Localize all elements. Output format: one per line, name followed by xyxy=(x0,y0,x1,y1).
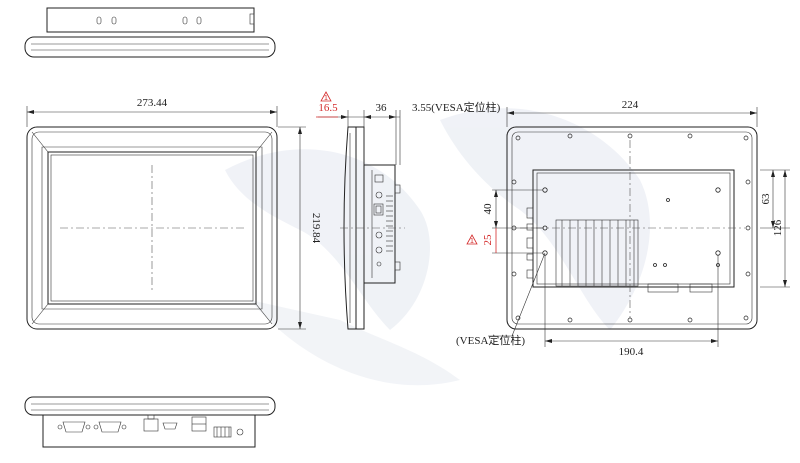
watermark-logo xyxy=(225,108,650,386)
side-view: 1 xyxy=(316,91,405,330)
rear-vesa-spacing-dimension: 190.4 xyxy=(619,346,644,358)
svg-text:1: 1 xyxy=(324,95,328,102)
rear-port-offset-top-dimension: 40 xyxy=(482,203,494,215)
side-vesa-depth-dimension: 3.55(VESA定位柱) xyxy=(412,100,501,114)
rear-vesa-note: (VESA定位柱) xyxy=(456,333,525,347)
side-offset-dimension: 16.5 xyxy=(318,102,338,114)
svg-text:1: 1 xyxy=(470,238,474,245)
rear-outer-height-dimension: 126 xyxy=(772,219,784,236)
rear-inner-height-dimension: 63 xyxy=(760,193,772,205)
front-height-dimension: 219.84 xyxy=(310,213,322,244)
hdmi-port-icon xyxy=(162,422,178,430)
top-view xyxy=(24,7,276,58)
rear-view: 1 xyxy=(466,107,790,347)
serial-port-1-icon xyxy=(62,421,86,433)
bottom-view xyxy=(24,396,276,448)
dc-jack-icon xyxy=(236,428,244,436)
rear-width-dimension: 224 xyxy=(622,99,639,111)
front-width-dimension: 273.44 xyxy=(137,97,168,109)
power-terminal-icon xyxy=(213,426,232,438)
ethernet-port-icon xyxy=(143,418,159,432)
front-view xyxy=(26,106,306,330)
serial-port-2-icon xyxy=(98,421,122,433)
side-depth-dimension: 36 xyxy=(376,102,388,114)
rear-port-offset-bottom-dimension: 25 xyxy=(482,234,494,246)
